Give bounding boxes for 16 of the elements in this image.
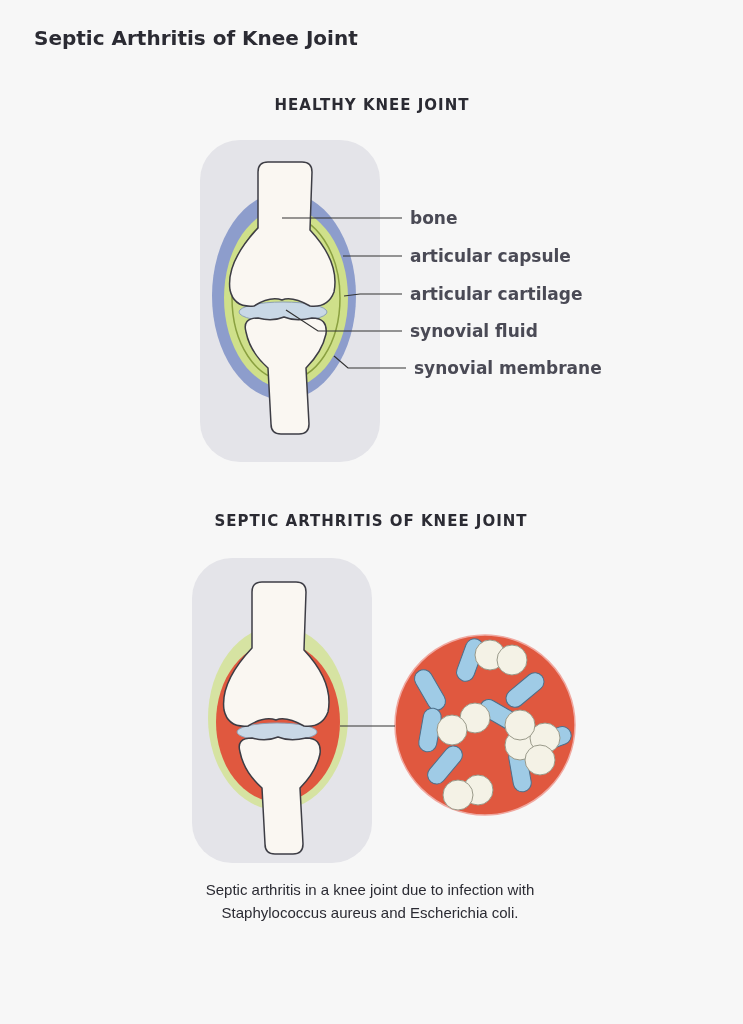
leader-line [285, 309, 403, 332]
leader-line [333, 355, 407, 369]
section-heading: SEPTIC ARTHRITIS OF KNEE JOINT [214, 512, 528, 530]
leader-line [281, 217, 403, 219]
part-label: synovial membrane [414, 358, 602, 378]
part-label: bone [410, 208, 458, 228]
part-label: articular cartilage [410, 284, 583, 304]
leader-line [343, 293, 403, 297]
section-heading: HEALTHY KNEE JOINT [274, 96, 470, 114]
part-label: synovial fluid [410, 321, 538, 341]
leader-line [339, 725, 396, 727]
title: Septic Arthritis of Knee Joint [34, 26, 358, 50]
magnified-bacteria-drawing [394, 634, 576, 816]
caption: Septic arthritis in a knee joint due to infection with Staphylococcus aureus and Escherichia coli. [204, 880, 536, 923]
leader-line [342, 255, 403, 257]
part-label: articular capsule [410, 246, 571, 266]
